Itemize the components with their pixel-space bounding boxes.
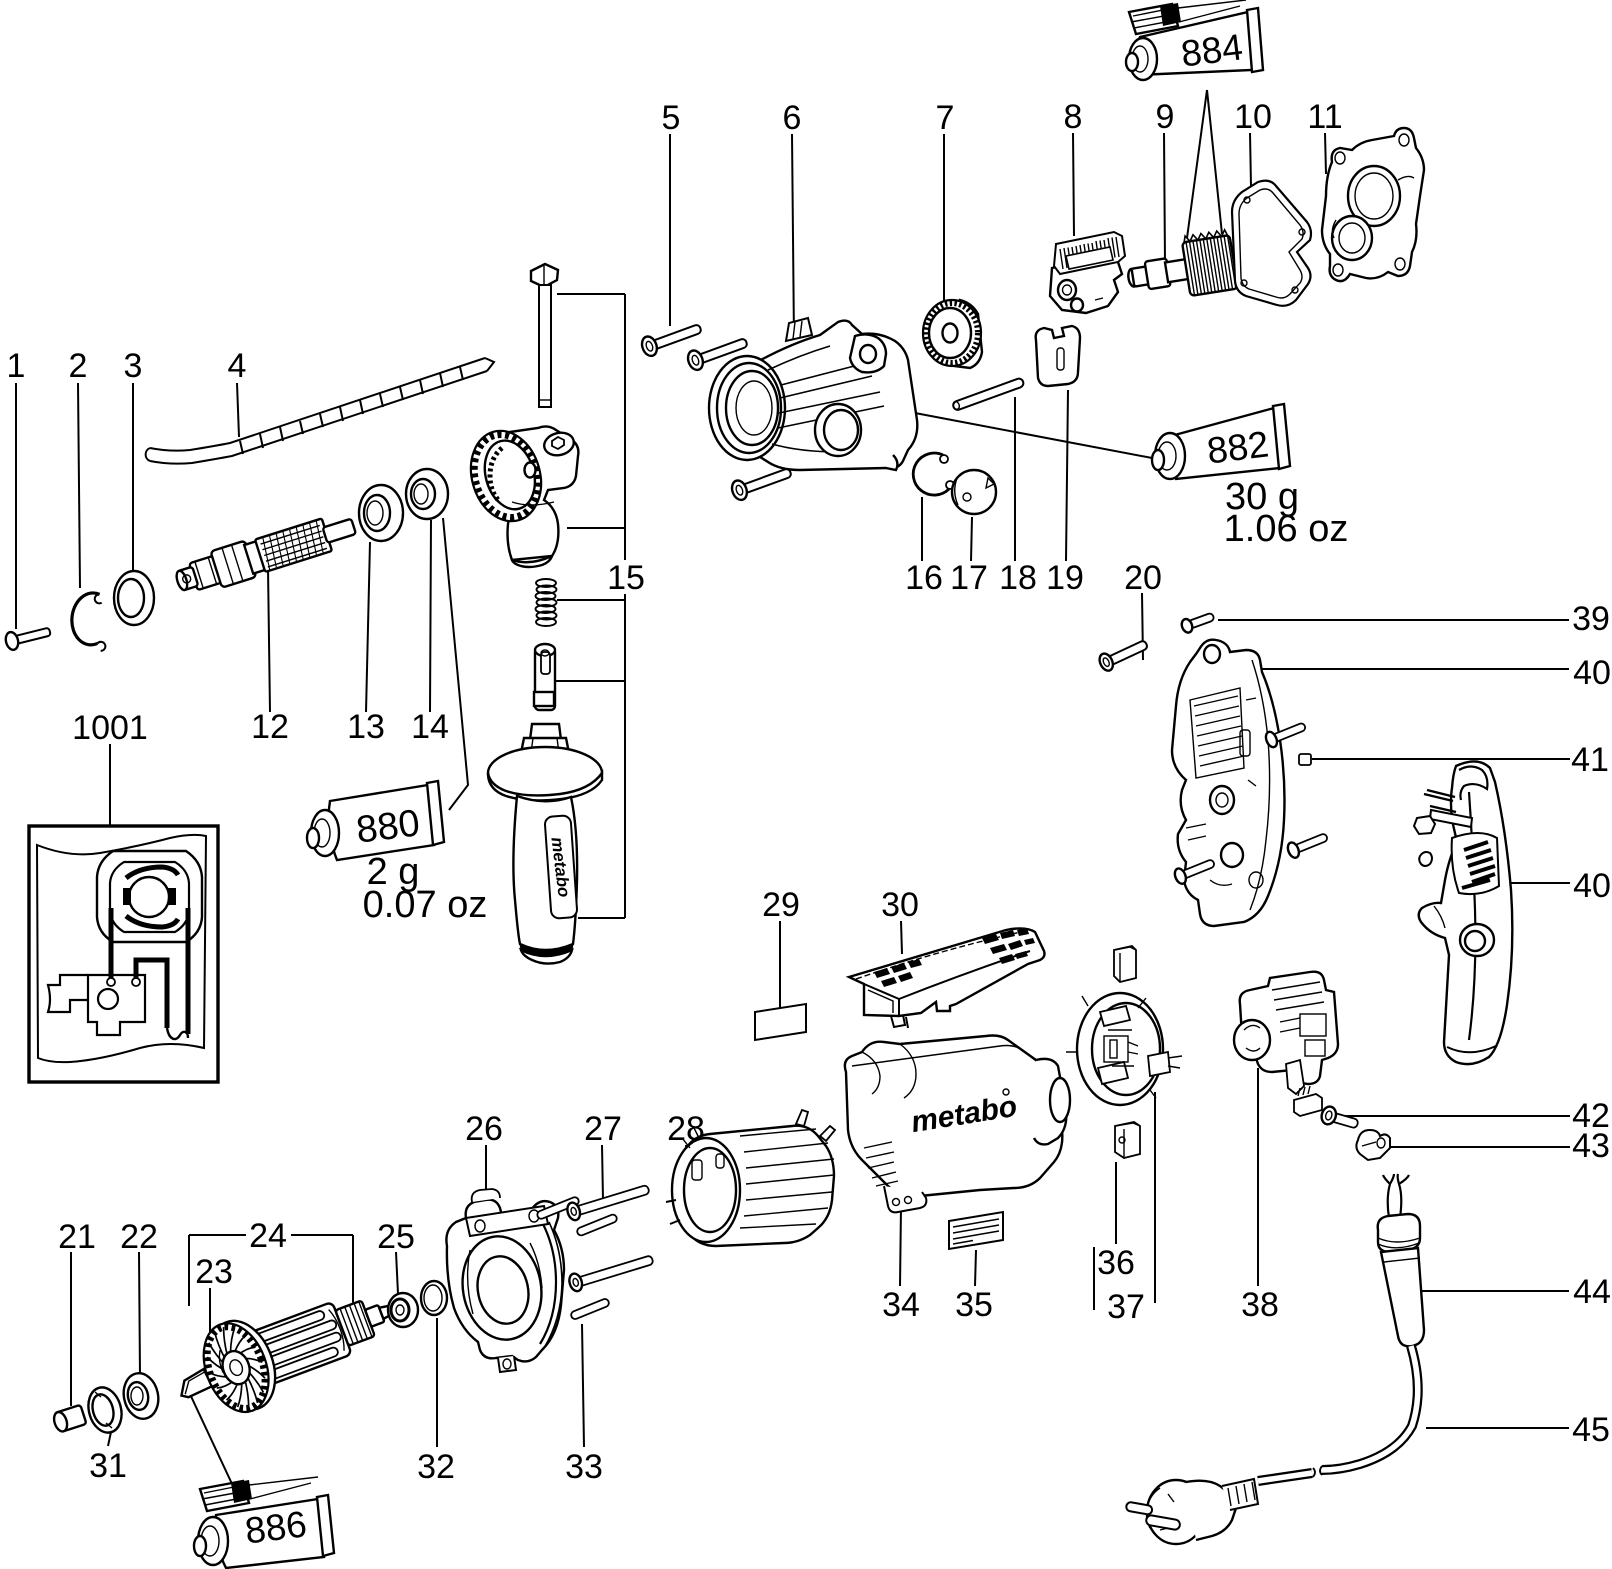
svg-text:40: 40 <box>1573 654 1611 692</box>
svg-text:38: 38 <box>1241 1286 1279 1324</box>
svg-text:18: 18 <box>999 559 1037 597</box>
svg-text:1.06 oz: 1.06 oz <box>1224 508 1349 550</box>
svg-text:25: 25 <box>377 1218 415 1256</box>
svg-text:41: 41 <box>1571 741 1609 779</box>
svg-text:37: 37 <box>1107 1288 1145 1326</box>
svg-text:880: 880 <box>354 802 422 851</box>
svg-text:13: 13 <box>347 708 385 746</box>
svg-text:14: 14 <box>411 708 449 746</box>
svg-text:884: 884 <box>1179 26 1245 74</box>
svg-text:12: 12 <box>251 708 289 746</box>
svg-text:36: 36 <box>1097 1244 1135 1282</box>
svg-text:1: 1 <box>7 347 26 385</box>
svg-text:34: 34 <box>882 1286 920 1324</box>
svg-text:10: 10 <box>1234 98 1272 136</box>
svg-text:6: 6 <box>783 99 802 137</box>
svg-text:32: 32 <box>417 1448 455 1486</box>
svg-text:39: 39 <box>1572 600 1610 638</box>
svg-text:42: 42 <box>1572 1097 1610 1135</box>
svg-text:24: 24 <box>249 1217 287 1255</box>
svg-text:33: 33 <box>565 1448 603 1486</box>
svg-text:0.07 oz: 0.07 oz <box>363 884 488 926</box>
svg-text:22: 22 <box>120 1218 158 1256</box>
svg-text:31: 31 <box>89 1447 127 1485</box>
svg-text:35: 35 <box>955 1286 993 1324</box>
svg-text:29: 29 <box>762 886 800 924</box>
svg-text:27: 27 <box>584 1110 622 1148</box>
svg-text:8: 8 <box>1064 98 1083 136</box>
svg-text:11: 11 <box>1307 98 1342 136</box>
svg-text:19: 19 <box>1046 559 1084 597</box>
svg-text:1001: 1001 <box>72 709 148 747</box>
svg-text:23: 23 <box>195 1253 233 1291</box>
svg-text:45: 45 <box>1572 1411 1610 1449</box>
svg-text:882: 882 <box>1205 423 1271 471</box>
svg-text:43: 43 <box>1572 1127 1610 1165</box>
svg-text:44: 44 <box>1573 1273 1611 1311</box>
svg-text:2 g: 2 g <box>367 851 420 893</box>
svg-text:7: 7 <box>936 99 955 137</box>
svg-text:3: 3 <box>124 347 143 385</box>
svg-text:30 g: 30 g <box>1225 476 1299 518</box>
svg-text:2: 2 <box>69 347 88 385</box>
svg-text:16: 16 <box>905 559 943 597</box>
svg-text:40: 40 <box>1573 867 1611 905</box>
svg-text:17: 17 <box>950 559 988 597</box>
svg-text:21: 21 <box>58 1218 96 1256</box>
svg-text:15: 15 <box>607 559 645 597</box>
svg-text:4: 4 <box>228 347 247 385</box>
svg-text:26: 26 <box>465 1110 503 1148</box>
svg-text:886: 886 <box>243 1503 309 1551</box>
svg-text:5: 5 <box>662 99 681 137</box>
svg-text:30: 30 <box>881 886 919 924</box>
svg-text:20: 20 <box>1124 559 1162 597</box>
svg-text:9: 9 <box>1156 98 1175 136</box>
